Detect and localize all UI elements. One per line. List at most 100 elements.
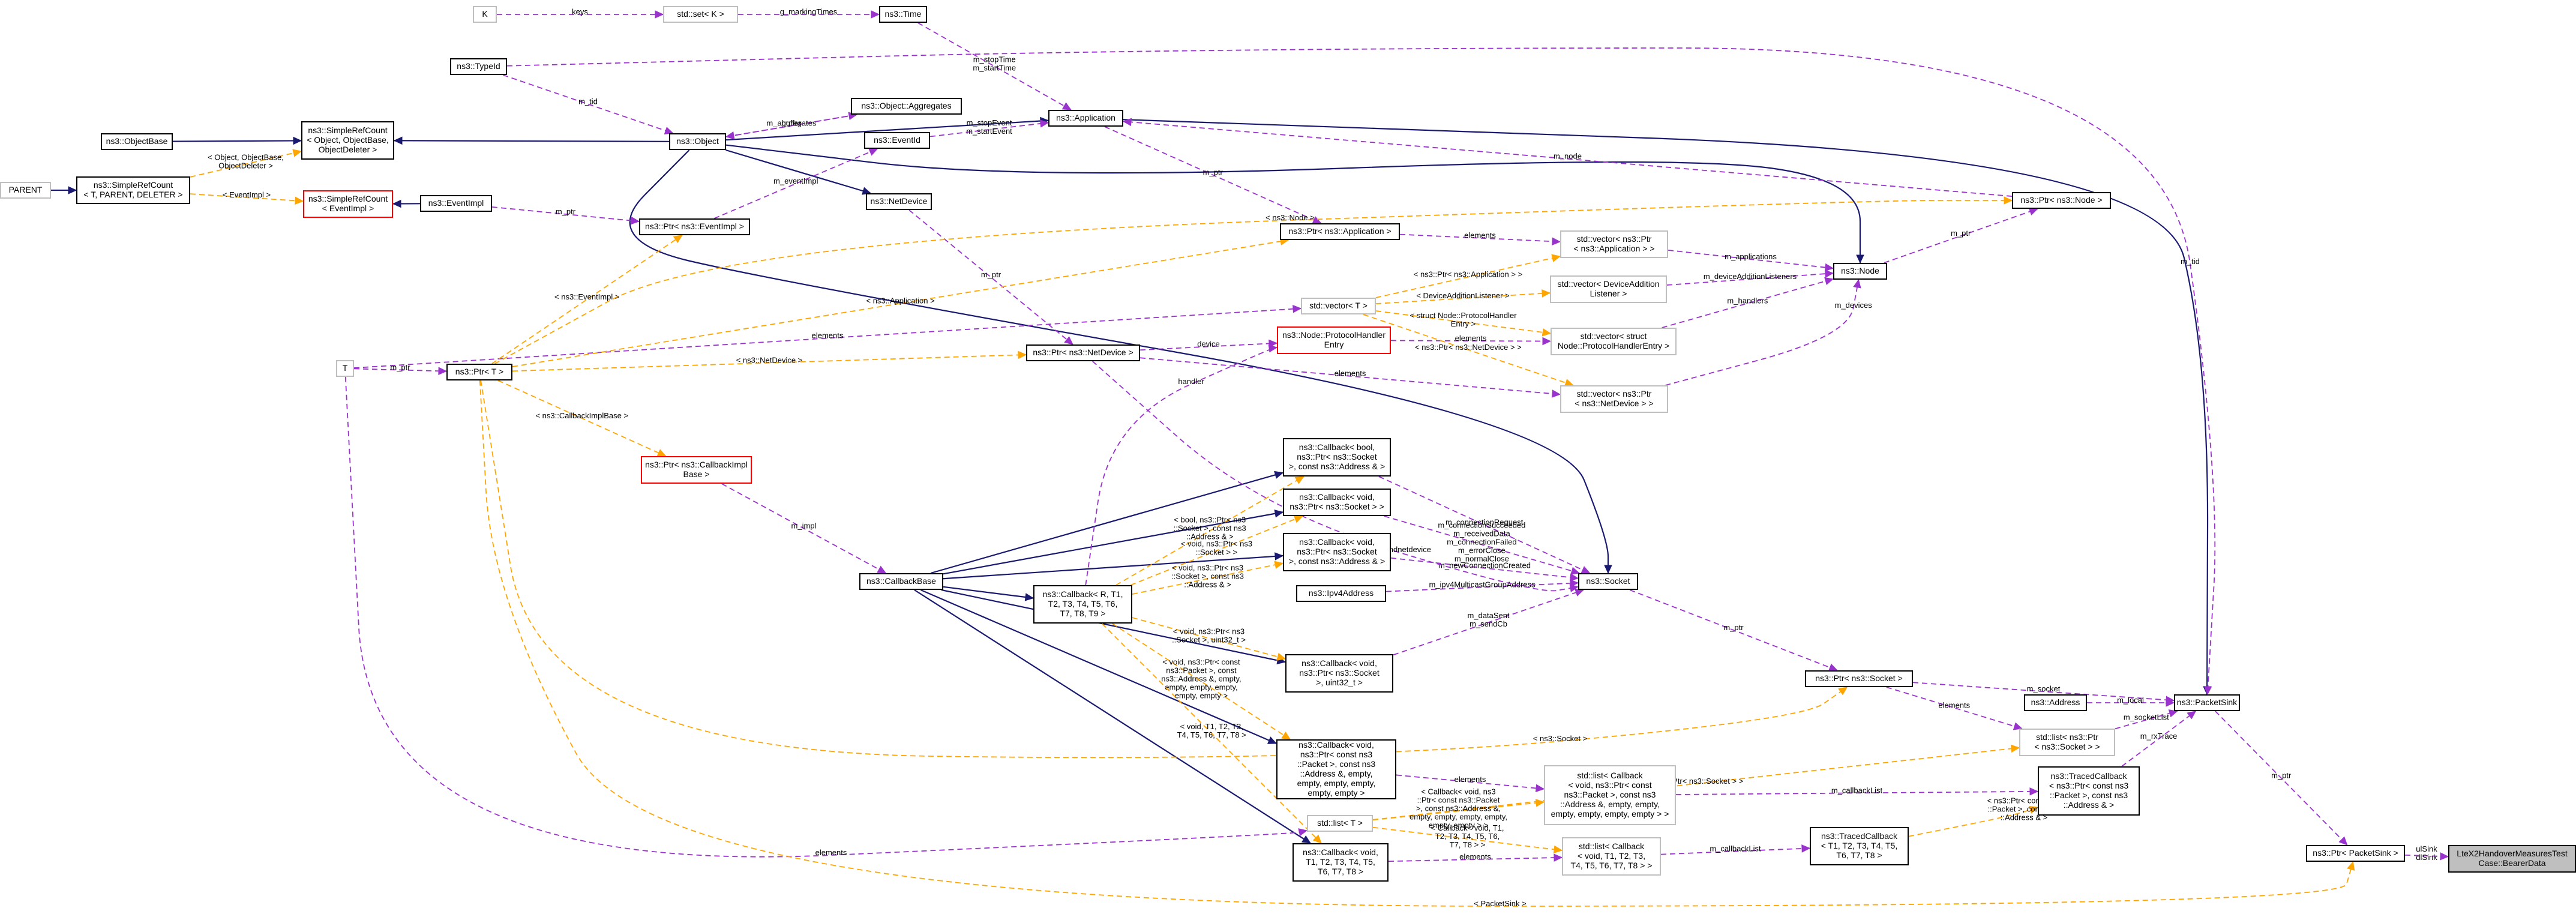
class-node-packet-sink[interactable]: ns3::PacketSink bbox=[2174, 694, 2240, 711]
class-node-object[interactable]: ns3::Object bbox=[669, 133, 726, 150]
node-label: std::set< K > bbox=[677, 9, 724, 19]
class-node-cb-void-tmpl[interactable]: ns3::Callback< void,T1, T2, T3, T4, T5,T… bbox=[1293, 843, 1389, 882]
arrowhead bbox=[1553, 845, 1563, 854]
class-node-list-t[interactable]: std::list< T > bbox=[1307, 815, 1373, 832]
class-node-ptr-packet-sink[interactable]: ns3::Ptr< PacketSink > bbox=[2306, 845, 2405, 862]
class-node-srcevent-impl[interactable]: ns3::SimpleRefCount< EventImpl > bbox=[303, 190, 393, 218]
arrowhead bbox=[1312, 834, 1322, 844]
arrowhead bbox=[871, 10, 880, 19]
edge-label: m_local bbox=[2117, 696, 2144, 705]
edge-label: m_rxTrace bbox=[2140, 732, 2178, 741]
edge-label: m_impl bbox=[791, 522, 817, 531]
edge-line bbox=[1130, 516, 1303, 586]
node-box bbox=[1544, 765, 1676, 825]
class-node-address[interactable]: ns3::Address bbox=[2024, 694, 2087, 711]
class-node-t[interactable]: T bbox=[336, 360, 354, 377]
arrowhead bbox=[295, 196, 304, 205]
node-box bbox=[859, 573, 943, 590]
class-node-traced-cb-pkt[interactable]: ns3::TracedCallback< ns3::Ptr< const ns3… bbox=[2038, 766, 2140, 816]
class-node-srctemplate[interactable]: ns3::SimpleRefCount< T, PARENT, DELETER … bbox=[76, 176, 190, 204]
class-node-traced-cb-tmpl[interactable]: ns3::TracedCallback< T1, T2, T3, T4, T5,… bbox=[1810, 827, 1909, 865]
class-node-cb-template[interactable]: ns3::Callback< R, T1,T2, T3, T4, T5, T6,… bbox=[1033, 585, 1132, 624]
class-node-ipv4-address[interactable]: ns3::Ipv4Address bbox=[1296, 585, 1386, 602]
class-node-set-k[interactable]: std::set< K > bbox=[663, 6, 738, 23]
class-node-callback-base[interactable]: ns3::CallbackBase bbox=[859, 573, 943, 590]
edge-srctemplate-to-srcevent-impl: < EventImpl > bbox=[190, 190, 304, 205]
edge-line bbox=[512, 354, 1027, 372]
class-node-list-ptr-socket[interactable]: std::list< ns3::Ptr< ns3::Socket > > bbox=[2019, 729, 2115, 756]
edge-line bbox=[914, 589, 1311, 844]
node-label: K bbox=[482, 9, 488, 19]
class-node-k[interactable]: K bbox=[473, 6, 497, 23]
class-node-event-id[interactable]: ns3::EventId bbox=[864, 132, 930, 149]
arrowhead bbox=[1581, 566, 1591, 574]
edge-line bbox=[943, 586, 1034, 599]
class-node-ptr-event-impl[interactable]: ns3::Ptr< ns3::EventImpl > bbox=[639, 218, 750, 235]
node-label: ns3::SimpleRefCount< T, PARENT, DELETER … bbox=[83, 180, 182, 199]
class-node-ptr-application[interactable]: ns3::Ptr< ns3::Application > bbox=[1280, 223, 1400, 240]
class-node-net-device[interactable]: ns3::NetDevice bbox=[866, 193, 932, 210]
edge-traced-cb-pkt-to-packet-sink: m_rxTrace bbox=[2121, 711, 2197, 767]
class-node-time[interactable]: ns3::Time bbox=[879, 6, 927, 23]
edge-event-impl-to-srcevent-impl bbox=[392, 199, 421, 208]
class-node-list-callback[interactable]: std::list< Callback< void, ns3::Ptr< con… bbox=[1544, 765, 1676, 825]
class-node-cb-bool-sock[interactable]: ns3::Callback< bool,ns3::Ptr< ns3::Socke… bbox=[1283, 438, 1391, 477]
arrowhead bbox=[664, 127, 674, 135]
class-node-socket[interactable]: ns3::Socket bbox=[1578, 573, 1638, 590]
arrowhead bbox=[1281, 731, 1291, 740]
class-node-cb-void-sock-addr[interactable]: ns3::Callback< void,ns3::Ptr< ns3::Socke… bbox=[1283, 533, 1391, 571]
class-node-vec-ptr-app[interactable]: std::vector< ns3::Ptr< ns3::Application … bbox=[1560, 230, 1668, 258]
node-box bbox=[2012, 192, 2111, 209]
class-node-node[interactable]: ns3::Node bbox=[1833, 263, 1887, 280]
class-node-ptr-socket[interactable]: ns3::Ptr< ns3::Socket > bbox=[1805, 670, 1913, 687]
node-box bbox=[336, 360, 354, 377]
arrowhead bbox=[1542, 289, 1551, 298]
node-label: ns3::ObjectBase bbox=[106, 136, 168, 146]
arrowhead bbox=[1268, 344, 1278, 353]
node-label: std::vector< ns3::Ptr< ns3::Application … bbox=[1573, 234, 1654, 253]
edge-vec-dev-add-to-node: m_deviceAdditionListeners bbox=[1666, 269, 1834, 286]
edge-line bbox=[929, 122, 1049, 137]
arrowhead bbox=[438, 367, 448, 375]
arrowhead bbox=[1569, 573, 1579, 582]
edge-label: < ns3::EventImpl > bbox=[554, 292, 619, 301]
class-node-srcobject[interactable]: ns3::SimpleRefCount< Object, ObjectBase,… bbox=[301, 121, 394, 160]
arrowhead bbox=[1293, 515, 1303, 523]
arrowhead bbox=[656, 449, 667, 457]
edge-line bbox=[1375, 310, 1551, 334]
class-node-cb-void-sock-u32[interactable]: ns3::Callback< void,ns3::Ptr< ns3::Socke… bbox=[1285, 654, 1393, 693]
class-node-type-id[interactable]: ns3::TypeId bbox=[450, 58, 507, 75]
class-node-ptr-t[interactable]: ns3::Ptr< T > bbox=[446, 364, 512, 380]
class-node-application[interactable]: ns3::Application bbox=[1048, 110, 1123, 127]
edge-line bbox=[491, 206, 640, 222]
class-node-event-impl[interactable]: ns3::EventImpl bbox=[420, 195, 492, 212]
edge-object-to-socket bbox=[629, 149, 1612, 574]
node-label: ns3::SimpleRefCount< Object, ObjectBase,… bbox=[307, 125, 389, 154]
edge-line bbox=[1375, 256, 1561, 298]
class-node-object-base[interactable]: ns3::ObjectBase bbox=[101, 133, 173, 150]
edge-label: m_aggregates bbox=[766, 118, 817, 127]
class-node-parent[interactable]: PARENT bbox=[0, 182, 51, 199]
class-node-cb-void-sock[interactable]: ns3::Callback< void,ns3::Ptr< ns3::Socke… bbox=[1283, 489, 1391, 516]
class-node-cb-void-pkt[interactable]: ns3::Callback< void,ns3::Ptr< const ns3:… bbox=[1276, 739, 1396, 799]
class-node-vec-ptr-net-dev[interactable]: std::vector< ns3::Ptr< ns3::NetDevice > … bbox=[1560, 385, 1668, 413]
class-node-ptr-net-device[interactable]: ns3::Ptr< ns3::NetDevice > bbox=[1026, 344, 1140, 361]
node-label: std::list< T > bbox=[1317, 818, 1363, 828]
edge-cb-template-to-proto-entry: handler bbox=[1085, 344, 1278, 586]
class-node-list-cb-void-tmpl[interactable]: std::list< Callback< void, T1, T2, T3,T4… bbox=[1562, 837, 1661, 876]
edge-label: m_eventImpl bbox=[773, 176, 818, 185]
edge-label: m_callbackList bbox=[1710, 844, 1761, 853]
node-box bbox=[2448, 845, 2576, 873]
class-node-vec-t[interactable]: std::vector< T > bbox=[1301, 298, 1376, 314]
class-node-ptr-node[interactable]: ns3::Ptr< ns3::Node > bbox=[2012, 192, 2111, 209]
node-label: ns3::Object bbox=[676, 136, 719, 146]
class-node-aggregates[interactable]: ns3::Object::Aggregates bbox=[851, 98, 962, 115]
arrowhead bbox=[2010, 744, 2020, 753]
arrowhead bbox=[1018, 350, 1027, 359]
